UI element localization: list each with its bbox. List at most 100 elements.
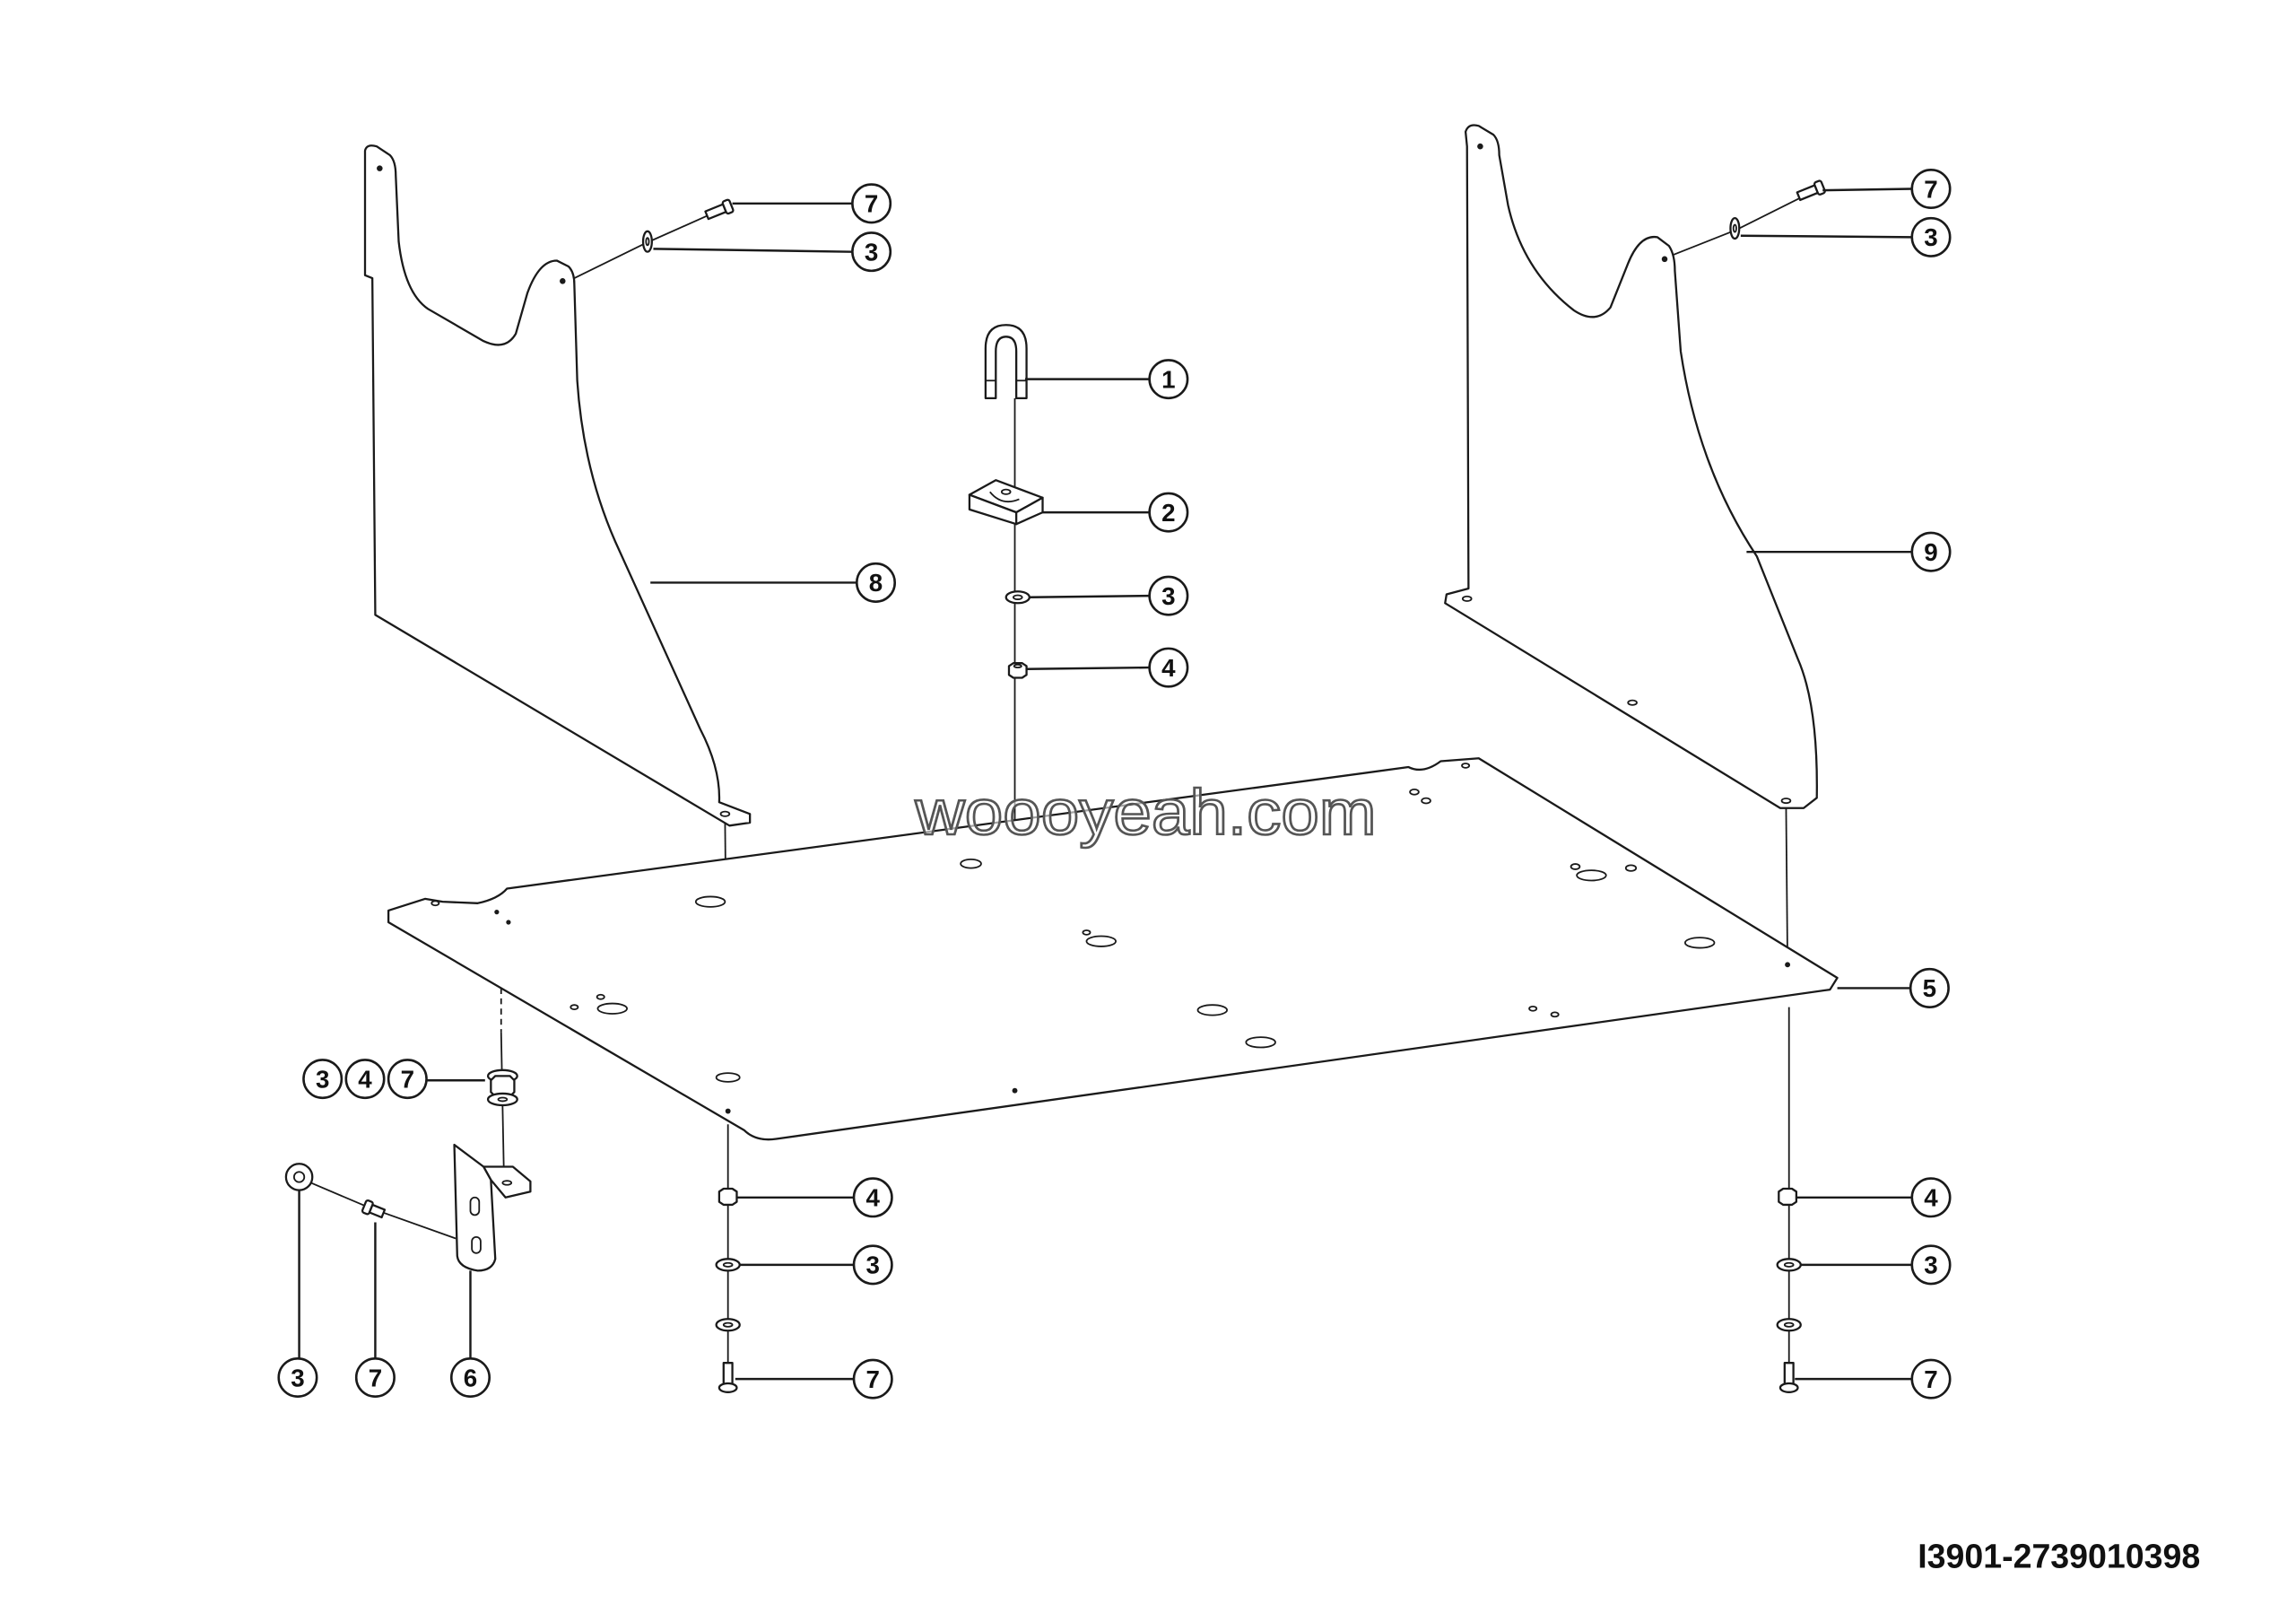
callout-label: 3 bbox=[1161, 582, 1175, 610]
callout-bottom-right-washer: 3 bbox=[1800, 1244, 1952, 1286]
callout-circle bbox=[277, 1356, 318, 1399]
callout-label: 7 bbox=[865, 190, 878, 218]
axis-bracket bbox=[500, 1032, 505, 1183]
callout-circle bbox=[851, 231, 892, 273]
washer-bottom-left-2 bbox=[715, 1318, 741, 1332]
washer-bottom-right-1 bbox=[1776, 1258, 1802, 1272]
callout-label: 1 bbox=[1161, 365, 1175, 393]
washer-bottom-left-1 bbox=[715, 1258, 741, 1272]
callout-circle bbox=[1910, 1358, 1952, 1400]
callout-label: 4 bbox=[1924, 1184, 1938, 1212]
watermark-text: woooyeah.com bbox=[914, 777, 1376, 849]
callout-label: 4 bbox=[358, 1065, 372, 1093]
callout-circle bbox=[1910, 1244, 1952, 1286]
mounting-panel-right-outline bbox=[1444, 124, 1818, 809]
callout-bottom-left-bolt: 7 bbox=[735, 1358, 893, 1400]
callout-circle bbox=[852, 1177, 893, 1218]
leader-line bbox=[653, 248, 853, 253]
callout-base-plate: 5 bbox=[1837, 967, 1950, 1008]
screw-top-left bbox=[704, 198, 735, 221]
callouts: 7 3 8 1 2 3 4 bbox=[277, 168, 1952, 1400]
callout-label: 5 bbox=[1923, 974, 1936, 1002]
callout-label: 4 bbox=[866, 1184, 881, 1212]
callout-circle bbox=[354, 1356, 396, 1399]
bolt-bottom-left bbox=[718, 1362, 738, 1393]
callout-circle bbox=[1910, 168, 1952, 210]
callout-top-left-screw: 7 bbox=[732, 183, 892, 224]
bolt-bottom-right bbox=[1779, 1362, 1799, 1393]
callout-label: 3 bbox=[1924, 223, 1937, 251]
angle-bracket bbox=[453, 1143, 532, 1272]
drawing-id: I3901-2739010398 bbox=[1918, 1538, 2200, 1575]
washer-center bbox=[1004, 590, 1031, 605]
u-bolt bbox=[984, 324, 1028, 399]
callout-left-panel: 8 bbox=[650, 562, 897, 603]
nut-center bbox=[1007, 662, 1028, 679]
callout-bottom-right-nut: 4 bbox=[1796, 1177, 1952, 1218]
callout-circle bbox=[302, 1059, 344, 1100]
screw-top-right bbox=[1796, 179, 1826, 202]
callout-circle bbox=[855, 562, 897, 603]
mounting-panel-left-outline bbox=[363, 144, 752, 827]
callout-circle bbox=[387, 1059, 428, 1100]
clamp-block bbox=[968, 479, 1044, 526]
base-plate-holes bbox=[430, 763, 1791, 1114]
callout-top-left-washer: 3 bbox=[653, 231, 892, 273]
callout-circle bbox=[1148, 492, 1189, 533]
callout-bottom-left-nut: 4 bbox=[736, 1177, 893, 1218]
callout-label: 4 bbox=[1161, 654, 1176, 682]
callout-label: 7 bbox=[1924, 175, 1937, 203]
mounting-panel-right bbox=[1444, 124, 1818, 809]
callout-label: 3 bbox=[865, 238, 878, 266]
callout-bracket-side-screw: 7 bbox=[354, 1222, 396, 1399]
washer-bracket-side bbox=[284, 1163, 314, 1191]
callout-label: 8 bbox=[869, 569, 883, 597]
callout-circle bbox=[344, 1059, 386, 1100]
callout-top-right-washer: 3 bbox=[1740, 216, 1952, 257]
callout-circle bbox=[1148, 575, 1189, 616]
callout-circle bbox=[1148, 359, 1189, 400]
callout-center-washer: 3 bbox=[1029, 575, 1189, 616]
callout-label: 7 bbox=[401, 1065, 414, 1093]
callout-circle bbox=[449, 1356, 491, 1399]
callout-label: 3 bbox=[316, 1065, 329, 1093]
mounting-panel-left bbox=[363, 144, 752, 827]
washer-bottom-right-2 bbox=[1776, 1318, 1802, 1332]
callout-label: 7 bbox=[369, 1364, 382, 1391]
callout-label: 6 bbox=[464, 1364, 477, 1391]
callout-circle bbox=[852, 1358, 893, 1400]
bracket-fastener-stack bbox=[486, 1068, 518, 1107]
callout-center-nut: 4 bbox=[1026, 647, 1189, 688]
callout-circle bbox=[851, 183, 892, 224]
axis-right-panel-to-plate bbox=[1785, 807, 1788, 965]
callout-label: 7 bbox=[866, 1365, 880, 1393]
base-plate bbox=[387, 757, 1839, 1141]
callout-circle bbox=[852, 1244, 893, 1286]
nut-bottom-right bbox=[1778, 1187, 1798, 1207]
nut-bottom-left bbox=[718, 1187, 738, 1207]
callout-bottom-left-washer: 3 bbox=[739, 1244, 893, 1286]
leader-line bbox=[1822, 187, 1912, 192]
callout-top-right-screw: 7 bbox=[1822, 168, 1952, 210]
callout-label: 3 bbox=[866, 1251, 880, 1279]
callout-label: 2 bbox=[1161, 499, 1175, 527]
callout-label: 7 bbox=[1924, 1365, 1937, 1393]
callout-right-panel: 9 bbox=[1746, 531, 1952, 572]
callout-circle bbox=[1148, 647, 1189, 688]
washer-top-right bbox=[1729, 216, 1741, 240]
callout-circle bbox=[1910, 531, 1952, 572]
callout-label: 3 bbox=[1924, 1251, 1937, 1279]
leader-line bbox=[1029, 594, 1150, 598]
callout-bracket-stack: 3 4 7 bbox=[302, 1059, 485, 1100]
screw-bracket-side bbox=[361, 1199, 387, 1219]
callout-u-bolt: 1 bbox=[1024, 359, 1189, 400]
base-plate-outline bbox=[387, 757, 1839, 1141]
callout-circle bbox=[1909, 967, 1950, 1008]
callout-label: 3 bbox=[291, 1364, 304, 1391]
callout-clamp-block: 2 bbox=[1042, 492, 1189, 533]
leader-line bbox=[1740, 234, 1912, 239]
callout-label: 9 bbox=[1924, 538, 1937, 566]
washer-top-left bbox=[641, 230, 653, 253]
callout-angle-bracket: 6 bbox=[449, 1270, 491, 1399]
